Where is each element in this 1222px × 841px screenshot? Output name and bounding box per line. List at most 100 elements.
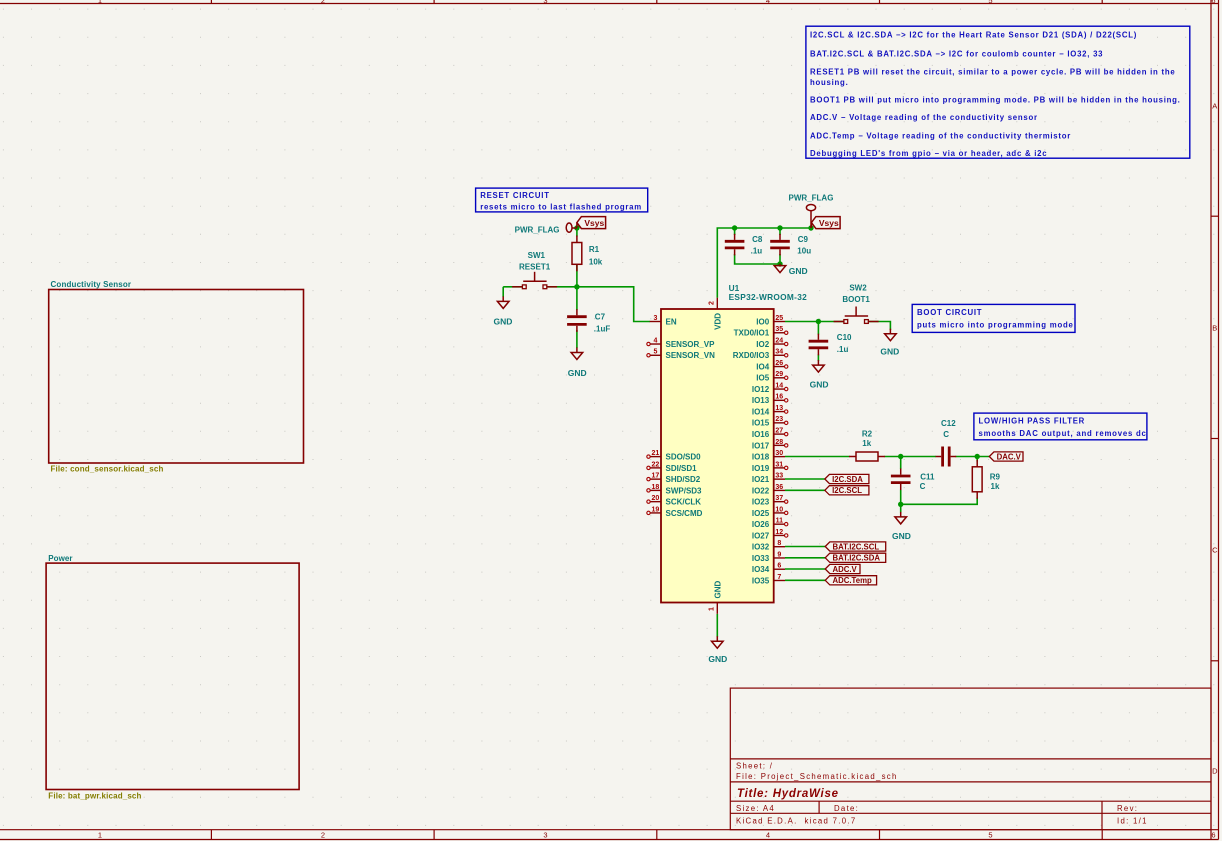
svg-text:PWR_FLAG: PWR_FLAG xyxy=(515,225,560,234)
svg-text:File: Project_Schematic.kicad_: File: Project_Schematic.kicad_sch xyxy=(736,772,898,781)
svg-text:IO12: IO12 xyxy=(752,385,770,394)
svg-text:C: C xyxy=(920,482,926,491)
svg-text:puts micro into programming mo: puts micro into programming mode xyxy=(917,321,1074,330)
svg-text:10k: 10k xyxy=(589,257,603,266)
svg-text:IO0: IO0 xyxy=(756,317,769,326)
svg-text:B: B xyxy=(1212,323,1217,332)
svg-text:Title: HydraWise: Title: HydraWise xyxy=(737,788,839,800)
svg-text:C11: C11 xyxy=(920,472,935,481)
svg-text:3: 3 xyxy=(653,315,657,322)
svg-text:GND: GND xyxy=(713,581,722,599)
svg-text:2: 2 xyxy=(708,301,715,305)
svg-text:VDD: VDD xyxy=(713,313,722,330)
svg-text:1k: 1k xyxy=(991,482,1000,491)
svg-text:3: 3 xyxy=(543,830,547,839)
svg-text:IO5: IO5 xyxy=(756,374,769,383)
svg-text:8: 8 xyxy=(777,540,781,547)
svg-text:SW1: SW1 xyxy=(528,251,546,260)
svg-text:25: 25 xyxy=(775,315,783,322)
svg-text:IO34: IO34 xyxy=(752,565,770,574)
svg-text:Power: Power xyxy=(48,554,72,563)
svg-text:A: A xyxy=(1212,101,1217,110)
svg-text:16: 16 xyxy=(775,394,783,401)
svg-text:R2: R2 xyxy=(862,430,873,439)
svg-text:ADC.Temp − Voltage reading of: ADC.Temp − Voltage reading of the conduc… xyxy=(810,132,1071,141)
svg-text:22: 22 xyxy=(652,461,660,468)
svg-text:IO35: IO35 xyxy=(752,576,770,585)
svg-text:Id: 1/1: Id: 1/1 xyxy=(1117,817,1148,826)
svg-text:IO33: IO33 xyxy=(752,554,770,563)
svg-text:31: 31 xyxy=(775,461,783,468)
svg-text:5: 5 xyxy=(988,830,992,839)
svg-text:20: 20 xyxy=(652,495,660,502)
svg-text:Sheet: /: Sheet: / xyxy=(736,761,773,770)
svg-text:SENSOR_VP: SENSOR_VP xyxy=(666,340,716,349)
svg-text:6: 6 xyxy=(1211,0,1215,5)
svg-text:KiCad E.D.A. kicad 7.0.7: KiCad E.D.A. kicad 7.0.7 xyxy=(736,817,856,826)
svg-text:IO21: IO21 xyxy=(752,475,770,484)
svg-text:4: 4 xyxy=(766,0,770,5)
svg-text:RESET CIRCUIT: RESET CIRCUIT xyxy=(480,191,550,200)
svg-text:Vsys: Vsys xyxy=(819,218,839,228)
svg-text:C8: C8 xyxy=(752,235,763,244)
svg-text:14: 14 xyxy=(775,382,783,389)
svg-text:I2C.SCL & I2C.SDA −> I2C for t: I2C.SCL & I2C.SDA −> I2C for the Heart R… xyxy=(810,30,1137,39)
svg-text:DAC.V: DAC.V xyxy=(997,452,1022,461)
svg-text:1: 1 xyxy=(98,0,102,5)
svg-text:ESP32-WROOM-32: ESP32-WROOM-32 xyxy=(729,292,808,302)
svg-text:C: C xyxy=(943,430,949,439)
svg-text:I2C.SCL: I2C.SCL xyxy=(832,486,862,495)
svg-text:Date:: Date: xyxy=(834,804,859,813)
svg-text:29: 29 xyxy=(775,371,783,378)
svg-text:C7: C7 xyxy=(595,312,606,321)
svg-text:Rev:: Rev: xyxy=(1117,804,1138,813)
svg-text:GND: GND xyxy=(494,316,513,326)
svg-text:BAT.I2C.SCL & BAT.I2C.SDA −> I: BAT.I2C.SCL & BAT.I2C.SDA −> I2C for cou… xyxy=(810,49,1103,58)
svg-text:4: 4 xyxy=(766,830,770,839)
svg-text:11: 11 xyxy=(776,518,784,525)
svg-text:Vsys: Vsys xyxy=(584,218,604,228)
svg-text:6: 6 xyxy=(1211,830,1215,839)
svg-text:Debugging LED's from gpio − vi: Debugging LED's from gpio − via or heade… xyxy=(810,149,1047,158)
svg-text:ADC.V: ADC.V xyxy=(833,565,858,574)
svg-text:7: 7 xyxy=(777,574,781,581)
svg-text:SENSOR_VN: SENSOR_VN xyxy=(666,351,716,360)
svg-text:23: 23 xyxy=(775,416,783,423)
svg-text:C9: C9 xyxy=(798,235,809,244)
svg-text:RXD0/IO3: RXD0/IO3 xyxy=(733,351,770,360)
svg-text:File: cond_sensor.kicad_sch: File: cond_sensor.kicad_sch xyxy=(51,464,164,473)
svg-text:C12: C12 xyxy=(941,419,956,428)
svg-text:27: 27 xyxy=(775,428,783,435)
svg-text:RESET1 PB will reset the circu: RESET1 PB will reset the circuit, simila… xyxy=(810,68,1175,77)
svg-text:1k: 1k xyxy=(862,439,871,448)
svg-text:EN: EN xyxy=(666,317,677,326)
svg-text:BOOT1 PB will put micro into p: BOOT1 PB will put micro into programming… xyxy=(810,95,1181,104)
svg-text:5: 5 xyxy=(653,349,657,356)
svg-text:26: 26 xyxy=(775,360,783,367)
svg-text:SDI/SD1: SDI/SD1 xyxy=(666,464,698,473)
svg-text:IO2: IO2 xyxy=(756,340,769,349)
svg-text:C: C xyxy=(1212,545,1218,554)
svg-text:ADC.Temp: ADC.Temp xyxy=(833,576,873,585)
svg-text:RESET1: RESET1 xyxy=(519,262,551,271)
svg-text:BOOT CIRCUIT: BOOT CIRCUIT xyxy=(917,308,982,317)
svg-text:IO22: IO22 xyxy=(752,486,770,495)
svg-text:IO27: IO27 xyxy=(752,531,770,540)
svg-text:Conductivity Sensor: Conductivity Sensor xyxy=(51,280,132,289)
svg-text:4: 4 xyxy=(653,337,657,344)
svg-text:IO18: IO18 xyxy=(752,453,770,462)
svg-text:BOOT1: BOOT1 xyxy=(842,295,870,304)
svg-text:.1u: .1u xyxy=(837,345,849,354)
svg-text:R9: R9 xyxy=(990,472,1001,481)
svg-text:34: 34 xyxy=(775,349,783,356)
svg-text:5: 5 xyxy=(988,0,992,5)
svg-text:resets micro to last flashed p: resets micro to last flashed program xyxy=(480,202,642,211)
svg-text:9: 9 xyxy=(777,551,781,558)
svg-text:21: 21 xyxy=(652,450,660,457)
svg-text:housing.: housing. xyxy=(810,78,848,87)
svg-text:R1: R1 xyxy=(589,245,600,254)
svg-text:10u: 10u xyxy=(797,246,811,255)
svg-text:SWP/SD3: SWP/SD3 xyxy=(666,486,703,495)
svg-text:D: D xyxy=(1212,766,1218,775)
svg-text:.1uF: .1uF xyxy=(594,325,611,334)
